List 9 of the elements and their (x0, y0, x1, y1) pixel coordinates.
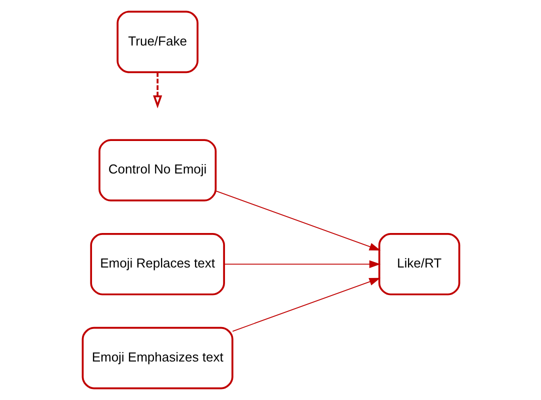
node-box: Emoji Emphasizes text (81, 326, 233, 390)
arrow (232, 278, 380, 332)
node-box: Like/RT (378, 233, 460, 296)
node-box: Emoji Replaces text (90, 233, 224, 296)
arrow (223, 260, 380, 268)
node-box: True/Fake (116, 10, 198, 74)
arrow (152, 72, 162, 108)
node-box: Control No Emoji (98, 139, 216, 202)
arrow (214, 190, 380, 250)
